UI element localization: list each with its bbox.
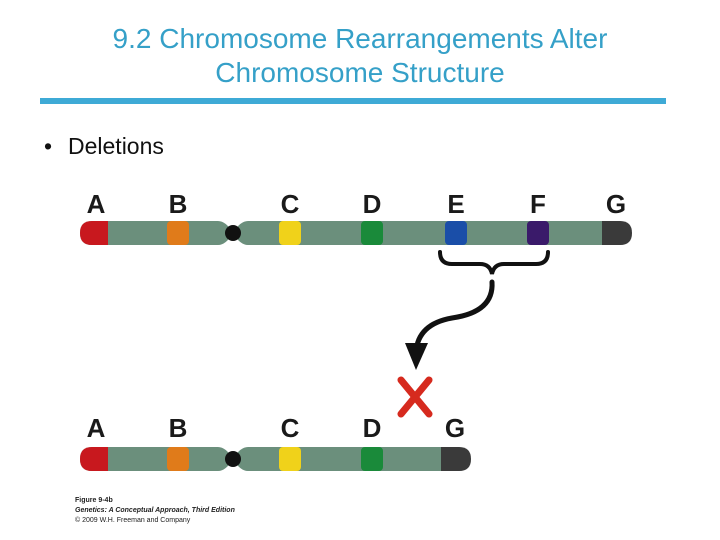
original-gene-band-b [167,221,189,245]
original-chromosome: A B C D E F G [80,189,632,245]
caption-copyright: © 2009 W.H. Freeman and Company [75,517,191,524]
title-line-1: 9.2 Chromosome Rearrangements Alter [112,23,608,54]
deletion-arrow [413,279,495,355]
original-gene-band-f [527,221,549,245]
original-gene-band-a [80,221,108,245]
original-gene-band-c [279,221,301,245]
original-gene-band-e [445,221,467,245]
deleted-chromosome-body [80,447,469,471]
deleted-segment-brace [438,250,550,275]
original-gene-label-a: A [87,189,106,219]
caption-book: Genetics: A Conceptual Approach, Third E… [75,507,235,514]
original-gene-label-c: C [281,189,300,219]
title-divider [40,98,666,104]
bullet-dot: • [44,133,53,159]
deleted-gene-band-d [361,447,383,471]
deleted-gene-label-d: D [363,413,382,443]
deleted-gene-label-c: C [281,413,300,443]
deleted-gene-band-b [167,447,189,471]
original-chromosome-body [80,221,630,245]
deleted-gene-band-a [80,447,108,471]
arrow-head [405,343,428,370]
deleted-gene-band-g [441,447,471,471]
slide-title: 9.2 Chromosome Rearrangements Alter Chro… [0,22,720,90]
original-gene-label-f: F [530,189,546,219]
deleted-gene-band-c [279,447,301,471]
original-gene-label-d: D [363,189,382,219]
deleted-gene-label-a: A [87,413,106,443]
caption-figure: Figure 9-4b [75,497,113,504]
deleted-centromere [225,451,241,467]
original-gene-band-g [602,221,632,245]
original-centromere [225,225,241,241]
title-line-2: Chromosome Structure [215,57,505,88]
bullet-item: • Deletions [44,133,164,160]
original-gene-band-d [361,221,383,245]
deletion-cross-icon [397,376,433,418]
original-gene-label-g: G [606,189,626,219]
bullet-text: Deletions [68,133,164,159]
figure-caption: Figure 9-4b Genetics: A Conceptual Appro… [75,496,235,526]
deleted-gene-label-g: G [445,413,465,443]
original-gene-label-b: B [169,189,188,219]
original-gene-label-e: E [447,189,464,219]
deleted-gene-label-b: B [169,413,188,443]
